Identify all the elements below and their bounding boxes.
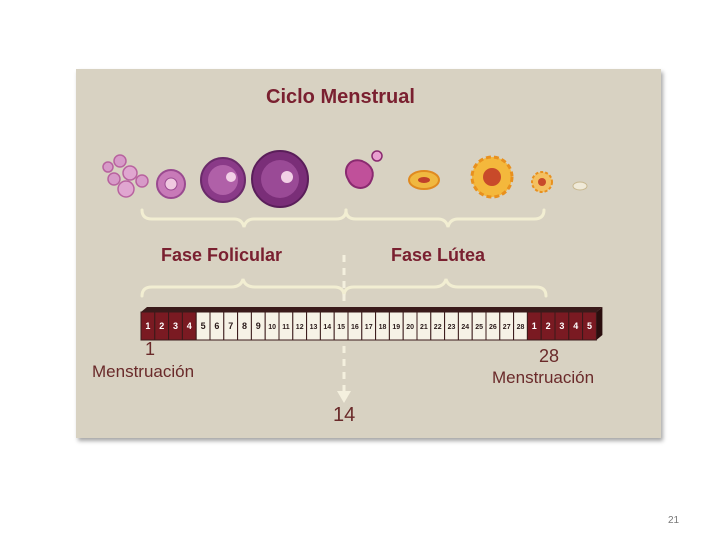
day-number-label: 23 xyxy=(448,324,456,331)
end-menstruation-label: Menstruación xyxy=(492,368,595,387)
day-cell: 15 xyxy=(333,311,349,341)
corpus-albicans-icon xyxy=(572,181,588,191)
day-number-label: 6 xyxy=(214,321,219,331)
day-cell: 5 xyxy=(195,311,211,341)
end-day-number: 28 xyxy=(539,346,560,366)
primary-follicle-icon xyxy=(156,169,186,199)
day-number-label: 21 xyxy=(420,324,428,331)
day-number-label: 18 xyxy=(379,324,387,331)
slide-number: 21 xyxy=(668,515,680,526)
day-number-label: 26 xyxy=(489,324,497,331)
day-cell: 12 xyxy=(292,311,308,341)
day-number-label: 14 xyxy=(323,324,331,331)
day-cell: 22 xyxy=(430,311,446,341)
day-cell: 13 xyxy=(306,311,321,341)
day-number-label: 11 xyxy=(282,324,290,331)
follicular-phase-label: Fase Folicular xyxy=(161,245,283,265)
ovulation-icon xyxy=(344,150,383,189)
day-cell: 24 xyxy=(457,311,473,341)
day-cell: 19 xyxy=(388,311,404,341)
day-strip-side-edge xyxy=(596,307,603,340)
day-number-label: 2 xyxy=(546,321,551,331)
mature-corpus-luteum-icon xyxy=(470,155,514,199)
day-cell: 16 xyxy=(347,311,363,341)
day-number-label: 15 xyxy=(337,324,345,331)
menstruation-day-cell: 1 xyxy=(526,311,542,341)
day-number-label: 5 xyxy=(201,321,206,331)
day-cell: 7 xyxy=(223,311,239,341)
luteal-phase-label: Fase Lútea xyxy=(391,245,486,265)
menstruation-day-cell: 2 xyxy=(540,311,556,341)
corpus-luteum-stages-illustration xyxy=(408,155,588,199)
day-cell: 26 xyxy=(485,311,501,341)
day-number-label: 10 xyxy=(268,324,276,331)
day-number-label: 24 xyxy=(461,324,469,331)
day-number-label: 20 xyxy=(406,324,414,331)
menstruation-day-cell: 4 xyxy=(568,311,584,341)
day-number-label: 13 xyxy=(310,324,318,331)
day-number-label: 4 xyxy=(187,321,192,331)
graafian-follicle-icon xyxy=(251,150,309,208)
day-number-label: 12 xyxy=(296,324,304,331)
day-number-label: 1 xyxy=(145,321,150,331)
day-cell: 23 xyxy=(444,311,459,341)
lower-braces xyxy=(140,278,548,298)
regressing-corpus-luteum-icon xyxy=(531,171,553,193)
menstruation-day-cell: 4 xyxy=(181,311,197,341)
ovulation-day-number: 14 xyxy=(333,404,356,426)
day-number-label: 8 xyxy=(242,321,247,331)
day-number-label: 27 xyxy=(503,324,511,331)
day-cell: 10 xyxy=(264,311,280,341)
day-cell: 18 xyxy=(375,311,390,341)
follicle-stages-illustration xyxy=(102,150,383,208)
menstruation-day-cell: 5 xyxy=(582,311,597,341)
start-menstruation-label: Menstruación xyxy=(92,362,195,381)
day-number-label: 17 xyxy=(365,324,373,331)
day-cell: 21 xyxy=(416,311,432,341)
day-number-label: 5 xyxy=(587,321,592,331)
menstruation-day-cell: 3 xyxy=(554,311,570,341)
day-cell: 27 xyxy=(499,311,515,341)
day-cell: 9 xyxy=(250,311,266,341)
day-cell: 8 xyxy=(237,311,252,341)
day-number-label: 3 xyxy=(559,321,564,331)
day-number-label: 28 xyxy=(517,324,525,331)
day-cell: 6 xyxy=(209,311,225,341)
day-number-label: 19 xyxy=(392,324,400,331)
secondary-follicle-icon xyxy=(200,157,246,203)
day-number-label: 22 xyxy=(434,324,442,331)
day-cell: 28 xyxy=(513,311,528,341)
day-number-label: 25 xyxy=(475,324,483,331)
day-number-label: 1 xyxy=(532,321,537,331)
day-cell: 25 xyxy=(471,311,487,341)
menstruation-day-cell: 2 xyxy=(154,311,170,341)
day-number-label: 16 xyxy=(351,324,359,331)
early-corpus-luteum-icon xyxy=(408,170,440,190)
day-number-label: 3 xyxy=(173,321,178,331)
day-cell: 11 xyxy=(278,311,294,341)
upper-braces xyxy=(140,208,546,228)
day-cell: 20 xyxy=(402,311,418,341)
start-day-number: 1 xyxy=(145,339,156,359)
day-number-label: 2 xyxy=(159,321,164,331)
day-number-label: 9 xyxy=(256,321,261,331)
menstruation-day-cell: 3 xyxy=(168,311,183,341)
day-number-label: 4 xyxy=(573,321,578,331)
day-strip-top-edge xyxy=(141,307,603,312)
primordial-follicles-icon xyxy=(102,154,149,198)
menstruation-day-cell: 1 xyxy=(140,311,156,341)
day-number-label: 7 xyxy=(228,321,233,331)
day-cell: 14 xyxy=(319,311,335,341)
diagram-title: Ciclo Menstrual xyxy=(266,86,415,108)
day-cell: 17 xyxy=(361,311,377,341)
